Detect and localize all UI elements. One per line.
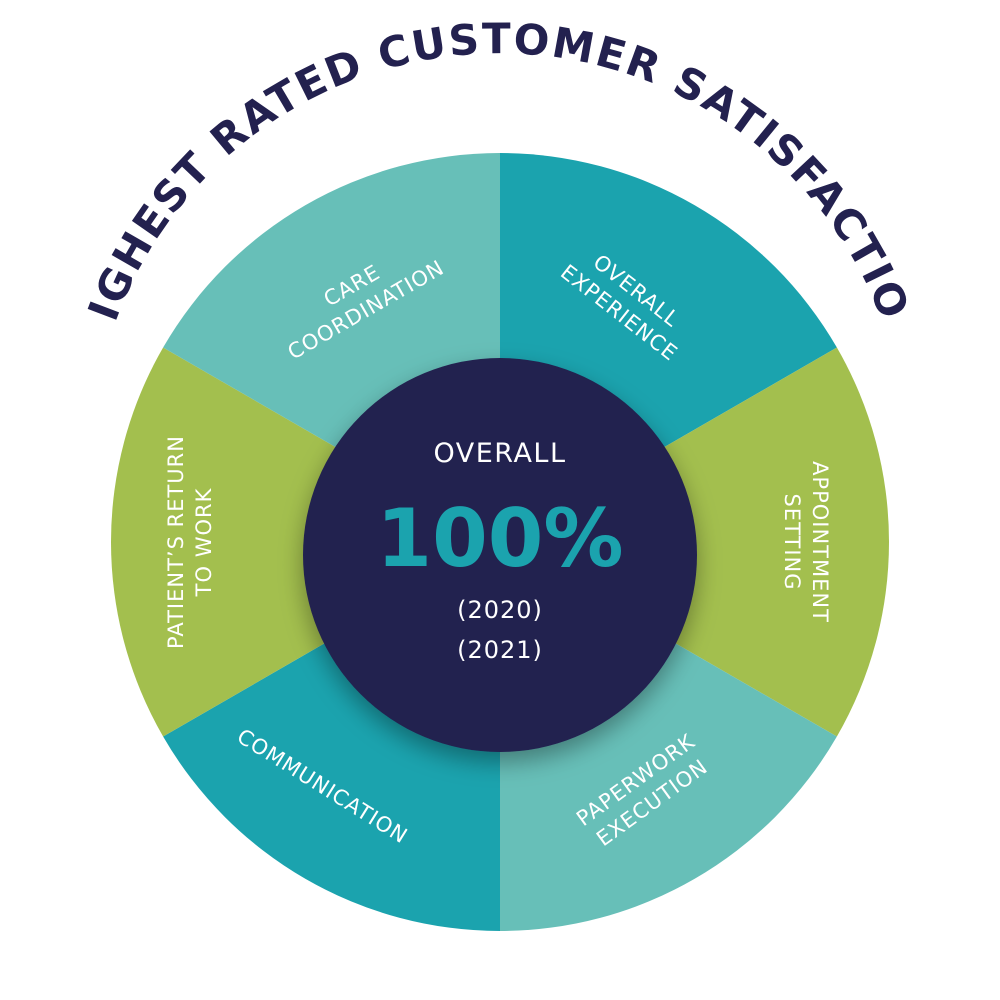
overall-center-circle: [303, 358, 697, 752]
wheel-segment-label-line: SETTING: [780, 493, 804, 590]
overall-label: OVERALL: [433, 438, 566, 469]
wheel-segment-label-line: PATIENT’S RETURN: [164, 435, 188, 649]
wheel-segment-label-line: APPOINTMENT: [808, 461, 832, 623]
wheel-segment-label: APPOINTMENTSETTING: [780, 461, 832, 623]
wheel-segment-label-line: TO WORK: [192, 487, 216, 597]
overall-year-2021: (2021): [457, 636, 543, 664]
overall-year-2020: (2020): [457, 596, 543, 624]
overall-value: 100%: [376, 492, 623, 585]
